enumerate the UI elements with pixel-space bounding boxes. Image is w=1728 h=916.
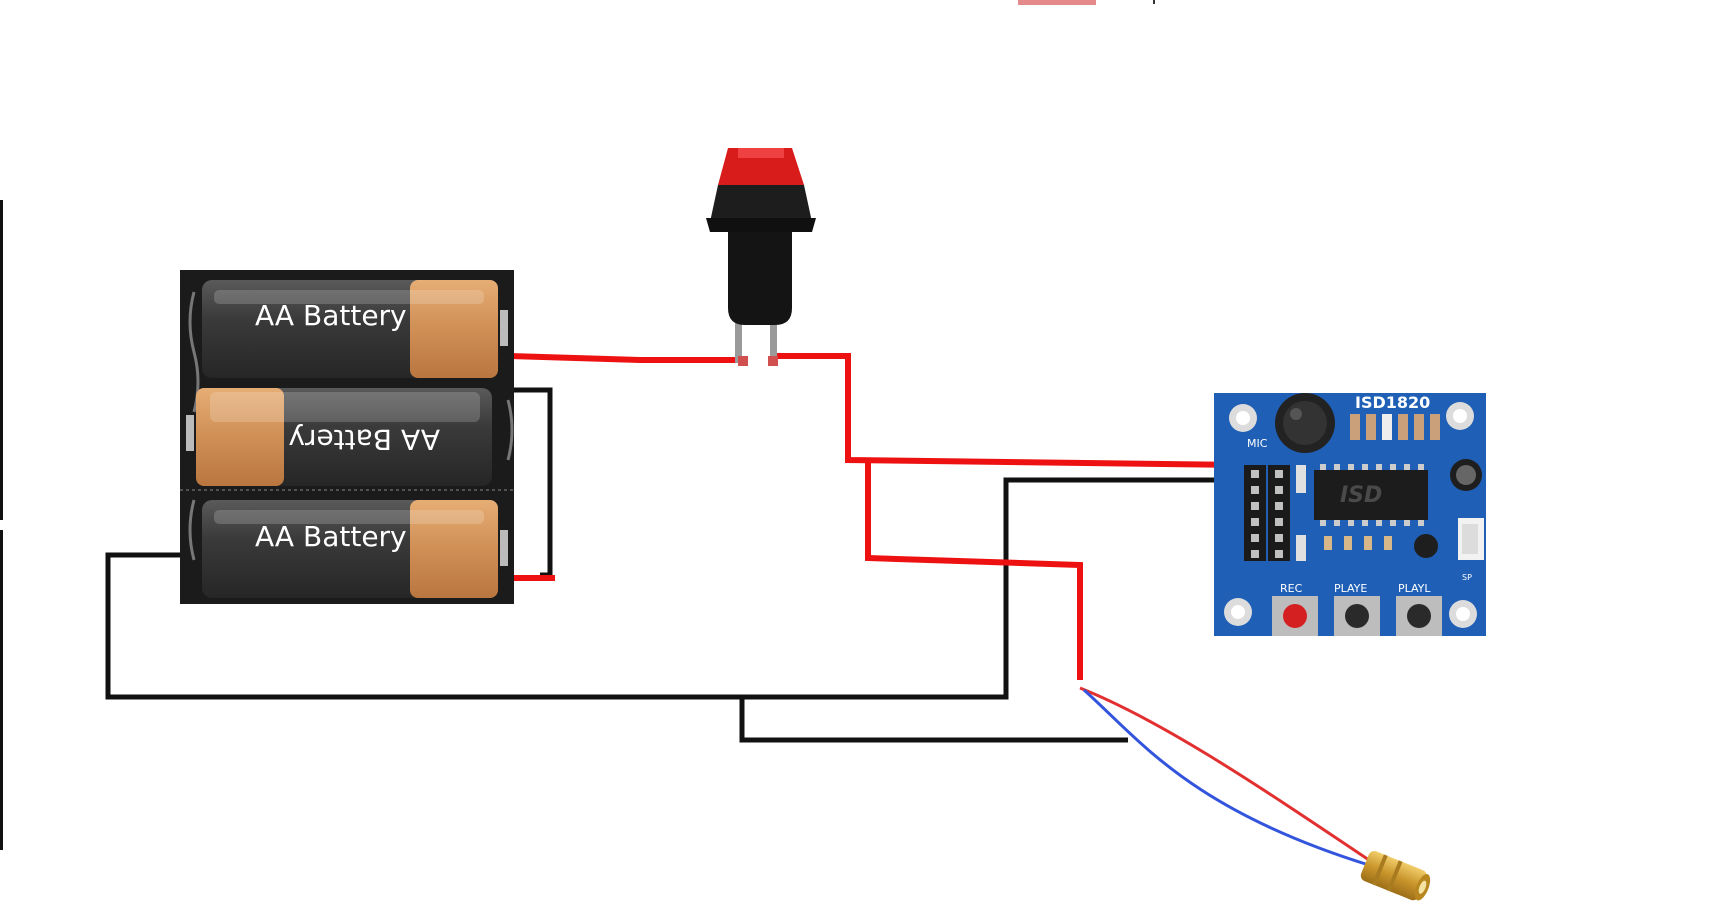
playe-label: PLAYE (1334, 582, 1367, 595)
chip-label: ISD (1340, 483, 1382, 508)
left-edge-line-2 (0, 530, 3, 850)
speaker-label: SP (1462, 573, 1472, 582)
laser-red-lead (1079, 686, 1373, 864)
battery-label-2: AA Battery (288, 423, 440, 456)
battery-icon: AA Battery (196, 388, 492, 486)
mic-label: MIC (1247, 437, 1268, 450)
red-wire-battery-to-switch (509, 353, 740, 363)
rec-label: REC (1280, 582, 1303, 595)
black-wire-to-laser (739, 697, 1128, 743)
battery-icon: AA Battery (202, 500, 498, 598)
black-wire-battery-link (508, 387, 553, 578)
rec-button (1272, 596, 1318, 636)
top-artifact (1018, 0, 1096, 5)
isd-chip (1314, 470, 1428, 520)
push-button-icon (706, 148, 816, 366)
isd1820-module: MIC ISD1820 (1214, 393, 1486, 636)
top-artifact-line (1153, 0, 1155, 4)
battery-label-3: AA Battery (255, 520, 407, 553)
black-wire-battery-to-module (105, 477, 1244, 700)
battery-label-1: AA Battery (255, 299, 407, 332)
playl-label: PLAYL (1398, 582, 1431, 595)
red-wire-to-laser (865, 462, 1083, 680)
red-wires (509, 353, 1245, 680)
playe-button (1334, 596, 1380, 636)
battery-icon: AA Battery (202, 280, 498, 378)
microphone-icon (1275, 393, 1335, 453)
playl-button (1396, 596, 1442, 636)
red-wire-switch-to-module (775, 353, 1245, 468)
laser-leads (1079, 686, 1373, 868)
left-edge-line (0, 200, 3, 520)
module-title: ISD1820 (1355, 393, 1430, 412)
laser-diode-icon (1360, 850, 1431, 901)
laser-blue-lead (1083, 688, 1373, 868)
